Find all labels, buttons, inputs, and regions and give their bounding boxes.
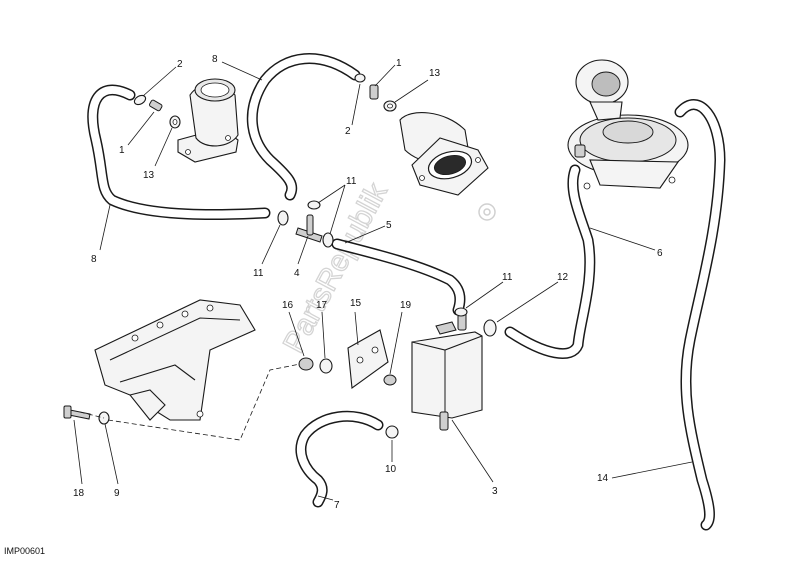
callout-8: 8 — [91, 254, 97, 265]
clamp-10 — [385, 425, 399, 439]
clamp-2-right — [354, 73, 366, 83]
callout-6: 6 — [657, 248, 663, 259]
callout-labels: 2 1 13 8 8 1 13 2 11 11 4 5 6 11 12 16 1… — [73, 54, 663, 511]
callout-1: 1 — [396, 58, 402, 69]
intake-flange-left — [177, 78, 239, 163]
callout-2: 2 — [177, 59, 183, 70]
clamp-2-left — [133, 94, 147, 106]
callout-12: 12 — [557, 272, 569, 283]
callout-1: 1 — [119, 145, 125, 156]
clamp-11-b — [307, 200, 321, 210]
washer-13-right — [383, 100, 397, 112]
image-code: IMP00601 — [4, 546, 46, 556]
callout-14: 14 — [597, 473, 609, 484]
hose-6 — [504, 164, 596, 360]
callout-18: 18 — [73, 488, 85, 499]
clamp-11-c — [322, 232, 334, 248]
washer-13-left — [169, 115, 181, 129]
callout-15: 15 — [350, 298, 362, 309]
callout-7: 7 — [334, 500, 340, 511]
clamp-12 — [483, 319, 497, 337]
callout-11: 11 — [502, 272, 513, 283]
bracket-15 — [347, 329, 389, 390]
evap-canister — [411, 311, 483, 431]
callout-3: 3 — [492, 486, 498, 497]
callout-9: 9 — [114, 488, 120, 499]
fitting-1-left — [149, 99, 163, 112]
hose-14 — [674, 99, 726, 531]
callout-19: 19 — [400, 300, 412, 311]
hose-5 — [331, 238, 466, 316]
t-fitting-4 — [295, 214, 323, 243]
callout-17: 17 — [316, 300, 328, 311]
hose-7 — [295, 410, 384, 508]
fitting-1-right — [369, 84, 379, 100]
hose-8-top — [246, 53, 361, 201]
callout-2: 2 — [345, 126, 351, 137]
spacer-17 — [319, 358, 333, 374]
callout-11: 11 — [346, 176, 357, 187]
callout-8: 8 — [212, 54, 218, 65]
callout-13: 13 — [429, 68, 441, 79]
leader-lines — [73, 61, 693, 501]
hose-8-left — [87, 84, 271, 220]
callout-13: 13 — [143, 170, 155, 181]
frame-section — [94, 299, 256, 421]
callout-4: 4 — [294, 268, 300, 279]
intake-flange-right — [399, 112, 489, 196]
fuel-pump-unit — [567, 59, 689, 190]
assembly-dashed-lines — [79, 363, 301, 441]
callout-5: 5 — [386, 220, 392, 231]
bolt-18 — [63, 405, 91, 420]
grommet-16 — [298, 357, 314, 371]
clamp-11-a — [277, 210, 289, 226]
callout-11: 11 — [253, 268, 264, 279]
clamp-11-canister — [454, 307, 468, 317]
gear-watermark-icon — [478, 203, 496, 221]
callout-10: 10 — [385, 464, 397, 475]
nut-19 — [383, 374, 397, 386]
callout-16: 16 — [282, 300, 294, 311]
